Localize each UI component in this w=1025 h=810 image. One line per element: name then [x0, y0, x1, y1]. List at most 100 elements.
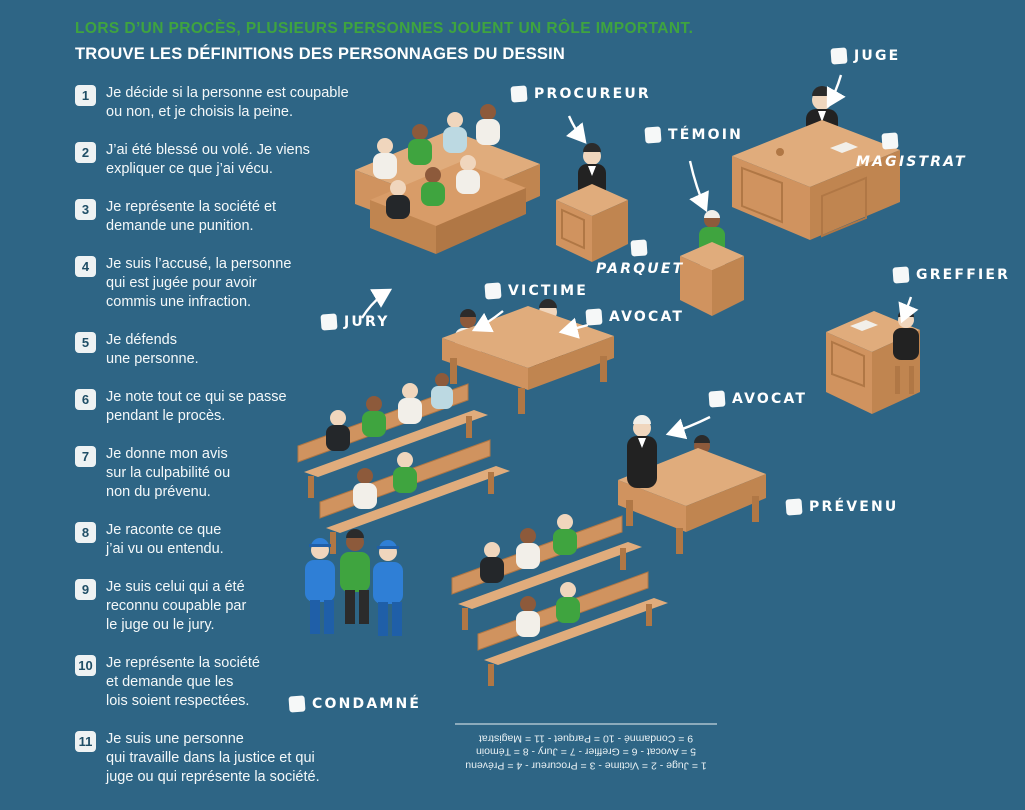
label-avocat1: AVOCAT: [609, 309, 685, 325]
courtroom-scene: [270, 30, 1025, 730]
answer-box-procureur[interactable]: [510, 85, 528, 103]
definition-item: 11 Je suis une personne qui travaille da…: [75, 730, 390, 787]
answer-box-juge[interactable]: [830, 47, 848, 65]
definition-text: Je note tout ce qui se passe pendant le …: [106, 389, 287, 424]
definition-item: 3 Je représente la société et demande un…: [75, 198, 390, 236]
label-greffier-group: GREFFIER: [892, 266, 1011, 284]
definition-number-badge: 10: [75, 655, 96, 676]
definition-number-badge: 1: [75, 85, 96, 106]
answer-box-parquet[interactable]: [630, 239, 648, 257]
temoin-stand: [680, 242, 744, 316]
label-prevenu: PRÉVENU: [809, 499, 899, 515]
police-figure-2: [373, 540, 403, 636]
label-juge: JUGE: [854, 48, 901, 64]
definition-number-badge: 6: [75, 389, 96, 410]
title-line-2: TROUVE LES DÉFINITIONS DES PERSONNAGES D…: [75, 45, 566, 63]
bench-2-figures: [353, 452, 417, 509]
answer-key-line-2: 5 = Avocat - 6 = Greffier - 7 = Jury - 8…: [475, 746, 697, 758]
answer-box-avocat2[interactable]: [708, 390, 726, 408]
title-line-1: LORS D’UN PROCÈS, PLUSIEURS PERSONNES JO…: [75, 20, 694, 37]
definition-number-badge: 3: [75, 199, 96, 220]
definition-item: 4 Je suis l’accusé, la personne qui est …: [75, 255, 390, 312]
label-parquet: PARQUET: [596, 261, 685, 277]
label-magistrat: MAGISTRAT: [856, 154, 967, 170]
definition-item: 5 Je défends une personne.: [75, 331, 390, 369]
answer-box-magistrat[interactable]: [881, 132, 899, 150]
definition-number-badge: 5: [75, 332, 96, 353]
label-avocat2-group: AVOCAT: [708, 390, 808, 408]
label-condamne-group: CONDAMNÉ: [288, 695, 422, 713]
answer-box-temoin[interactable]: [644, 126, 662, 144]
definition-number-badge: 11: [75, 731, 96, 752]
definition-item: 2 J’ai été blessé ou volé. Je viens expl…: [75, 141, 390, 179]
label-arrows: [360, 74, 919, 440]
label-temoin-group: TÉMOIN: [644, 126, 744, 144]
label-procureur-group: PROCUREUR: [510, 85, 651, 103]
procureur-lectern: [556, 184, 628, 262]
bench-3-figures: [480, 514, 577, 583]
definition-number-badge: 7: [75, 446, 96, 467]
definition-item: 9 Je suis celui qui a été reconnu coupab…: [75, 578, 390, 635]
answer-box-victime[interactable]: [484, 282, 502, 300]
label-victime: VICTIME: [508, 283, 588, 299]
definition-text: Je raconte ce que j’ai vu ou entendu.: [106, 522, 224, 557]
label-procureur: PROCUREUR: [534, 86, 651, 102]
definition-text: Je décide si la personne est coupable ou…: [106, 85, 349, 120]
definitions-list: 1 Je décide si la personne est coupable …: [75, 84, 390, 806]
label-condamne: CONDAMNÉ: [312, 696, 422, 712]
answer-box-prevenu[interactable]: [785, 498, 803, 516]
arrow-to-avocat2: [665, 415, 711, 440]
label-jury: JURY: [344, 314, 390, 330]
definition-item: 8 Je raconte ce que j’ai vu ou entendu.: [75, 521, 390, 559]
arrow-to-avocat1: [558, 317, 589, 339]
avocat2-figure: [627, 415, 657, 488]
arrow-to-temoin: [688, 160, 709, 213]
definition-text: Je suis l’accusé, la personne qui est ju…: [106, 256, 292, 310]
definition-text: Je donne mon avis sur la culpabilité ou …: [106, 446, 231, 500]
answer-key: 1 = Juge - 2 = Victime - 3 = Procureur -…: [455, 724, 717, 772]
definition-item: 1 Je décide si la personne est coupable …: [75, 84, 390, 122]
police-figure-1: [305, 538, 335, 634]
prevenu-desk: [618, 448, 766, 554]
courtroom-illustration: [297, 74, 920, 686]
answer-key-line-1: 1 = Juge - 2 = Victime - 3 = Procureur -…: [465, 759, 707, 772]
answer-key-line-3: 9 = Condamné - 10 = Parquet - 11 = Magis…: [478, 732, 694, 745]
definition-text: Je suis une personne qui travaille dans …: [106, 731, 320, 785]
label-juge-group: JUGE: [830, 47, 901, 65]
page-header: LORS D’UN PROCÈS, PLUSIEURS PERSONNES JO…: [75, 20, 715, 64]
answer-box-avocat1[interactable]: [585, 308, 603, 326]
definition-text: Je représente la société et demande une …: [106, 199, 277, 234]
arrow-to-jury: [360, 288, 393, 319]
definition-number-badge: 4: [75, 256, 96, 277]
answer-box-greffier[interactable]: [892, 266, 910, 284]
label-avocat1-group: AVOCAT: [585, 308, 685, 326]
definition-item: 10 Je représente la société et demande q…: [75, 654, 390, 711]
label-prevenu-group: PRÉVENU: [785, 498, 899, 516]
answer-box-condamne[interactable]: [288, 695, 306, 713]
label-avocat2: AVOCAT: [732, 391, 808, 407]
definition-text: J’ai été blessé ou volé. Je viens expliq…: [106, 142, 310, 177]
label-temoin: TÉMOIN: [668, 127, 744, 143]
bench-4-figures: [516, 582, 580, 637]
jury-front-row-figures: [386, 155, 480, 219]
arrow-to-victime: [471, 310, 504, 333]
jury-back-row-figures: [373, 104, 500, 179]
condamne-figure: [340, 529, 370, 624]
label-greffier: GREFFIER: [916, 267, 1011, 283]
definition-number-badge: 2: [75, 142, 96, 163]
arrow-to-juge: [826, 74, 846, 109]
definition-item: 6 Je note tout ce qui se passe pendant l…: [75, 388, 390, 426]
answer-box-jury[interactable]: [320, 313, 338, 331]
definition-text: Je suis celui qui a été reconnu coupable…: [106, 579, 247, 633]
bench-1-figures: [326, 373, 453, 451]
definition-text: Je défends une personne.: [106, 332, 199, 367]
arrow-to-greffier: [898, 296, 919, 324]
definition-number-badge: 9: [75, 579, 96, 600]
definition-text: Je représente la société et demande que …: [106, 655, 260, 709]
judge-desk: [732, 120, 900, 240]
definition-number-badge: 8: [75, 522, 96, 543]
label-victime-group: VICTIME: [484, 282, 588, 300]
arrow-to-procureur: [565, 115, 587, 144]
label-jury-group: JURY: [320, 313, 390, 331]
